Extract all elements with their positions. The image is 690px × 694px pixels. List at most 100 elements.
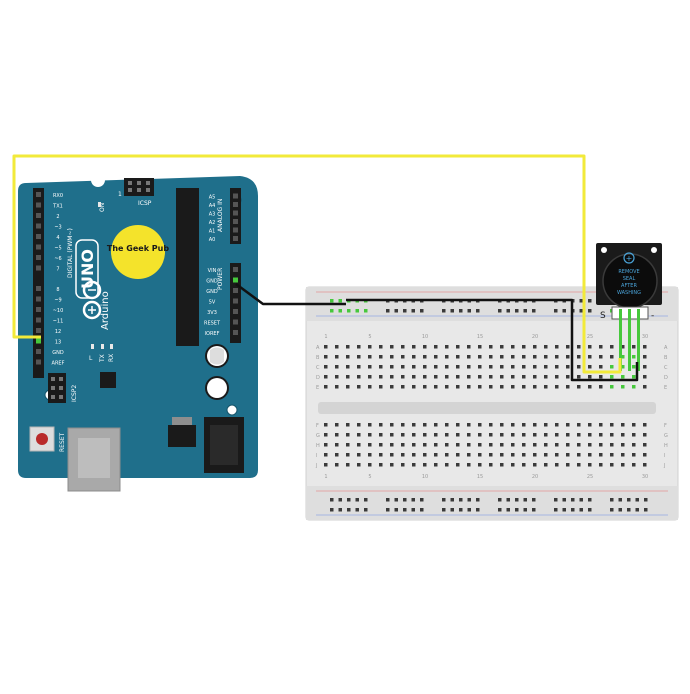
- row-label: B: [316, 355, 320, 361]
- breadboard-hole: [610, 375, 614, 379]
- breadboard-hole: [390, 345, 394, 349]
- buzzer-pin-signal: [619, 309, 622, 371]
- icsp2-pin: [59, 395, 63, 399]
- breadboard-hole: [420, 508, 424, 512]
- breadboard-hole: [632, 453, 636, 457]
- breadboard-hole: [335, 443, 339, 447]
- header-pin-hole: [36, 349, 41, 354]
- row-label: G: [664, 433, 668, 439]
- breadboard-hole: [599, 453, 603, 457]
- breadboard-hole: [456, 375, 460, 379]
- breadboard-hole: [379, 345, 383, 349]
- breadboard-hole: [450, 498, 454, 502]
- breadboard-hole: [335, 345, 339, 349]
- breadboard-hole: [533, 345, 537, 349]
- header-pin-hole: [233, 319, 238, 325]
- breadboard-hole: [467, 443, 471, 447]
- breadboard-hole: [554, 498, 558, 502]
- analog-label: ANALOG IN: [217, 199, 224, 232]
- breadboard-hole: [355, 508, 359, 512]
- breadboard-hole: [456, 385, 460, 389]
- breadboard-hole: [434, 433, 438, 437]
- breadboard-hole: [401, 433, 405, 437]
- breadboard-hole: [644, 508, 648, 512]
- row-label: D: [664, 375, 668, 381]
- breadboard-hole: [324, 385, 328, 389]
- breadboard-hole: [588, 385, 592, 389]
- power-pin-label: 5V: [209, 300, 216, 306]
- tx-led: [101, 344, 104, 349]
- breadboard-hole: [618, 508, 622, 512]
- breadboard-hole: [562, 309, 566, 313]
- icsp-pin: [146, 188, 150, 192]
- breadboard-hole: [368, 345, 372, 349]
- breadboard-hole: [489, 453, 493, 457]
- breadboard-hole: [434, 365, 438, 369]
- digital-pin-label: 8: [56, 287, 59, 293]
- analog-pin-label: A1: [209, 229, 216, 235]
- breadboard-hole: [412, 385, 416, 389]
- breadboard-hole: [368, 385, 372, 389]
- breadboard-hole: [456, 443, 460, 447]
- signal-pin-connection: [36, 338, 41, 344]
- breadboard-hole: [523, 508, 527, 512]
- breadboard-hole: [401, 345, 405, 349]
- breadboard-hole: [489, 365, 493, 369]
- breadboard-hole: [621, 463, 625, 467]
- breadboard-hole: [489, 385, 493, 389]
- signal-wire: [12, 154, 622, 374]
- breadboard-hole: [401, 443, 405, 447]
- analog-header: [230, 188, 241, 244]
- breadboard-hole: [445, 453, 449, 457]
- breadboard-hole: [338, 299, 342, 303]
- breadboard-hole: [599, 365, 603, 369]
- buzzer-notice-line: AFTER: [621, 283, 637, 289]
- breadboard-hole: [420, 498, 424, 502]
- header-pin-hole: [36, 192, 41, 197]
- breadboard-hole: [347, 498, 351, 502]
- buzzer-notice-line: REMOVE: [618, 269, 639, 275]
- icsp-pin: [137, 188, 141, 192]
- breadboard-hole: [459, 498, 463, 502]
- breadboard-hole: [621, 433, 625, 437]
- breadboard-hole: [566, 385, 570, 389]
- breadboard-hole: [324, 463, 328, 467]
- column-number: 30: [642, 334, 648, 340]
- breadboard-hole: [610, 423, 614, 427]
- breadboard-hole: [420, 309, 424, 313]
- breadboard-hole: [635, 498, 639, 502]
- digital-pin-label: ~11: [53, 319, 64, 325]
- breadboard-hole: [635, 508, 639, 512]
- breadboard-hole: [489, 375, 493, 379]
- breadboard-hole: [450, 508, 454, 512]
- breadboard-hole: [401, 385, 405, 389]
- geek-pub-label: The Geek Pub: [107, 244, 169, 253]
- breadboard-hole: [423, 443, 427, 447]
- breadboard-hole: [476, 309, 480, 313]
- breadboard-hole: [500, 355, 504, 359]
- power-pin-label: GND: [206, 279, 218, 285]
- breadboard-hole: [533, 463, 537, 467]
- breadboard-hole: [357, 423, 361, 427]
- header-pin-hole: [233, 309, 238, 314]
- breadboard-hole: [610, 453, 614, 457]
- breadboard-hole: [412, 423, 416, 427]
- breadboard-hole: [500, 365, 504, 369]
- column-number: 1: [324, 334, 327, 340]
- breadboard-hole: [467, 433, 471, 437]
- breadboard-hole: [401, 365, 405, 369]
- breadboard-hole: [632, 463, 636, 467]
- breadboard-hole: [500, 375, 504, 379]
- breadboard-hole: [434, 345, 438, 349]
- breadboard-hole: [627, 508, 631, 512]
- breadboard-hole: [522, 433, 526, 437]
- breadboard-hole: [500, 423, 504, 427]
- icsp2-pin: [59, 377, 63, 381]
- breadboard-hole: [618, 498, 622, 502]
- breadboard-hole: [500, 385, 504, 389]
- header-pin-hole: [36, 286, 41, 291]
- breadboard-hole: [456, 463, 460, 467]
